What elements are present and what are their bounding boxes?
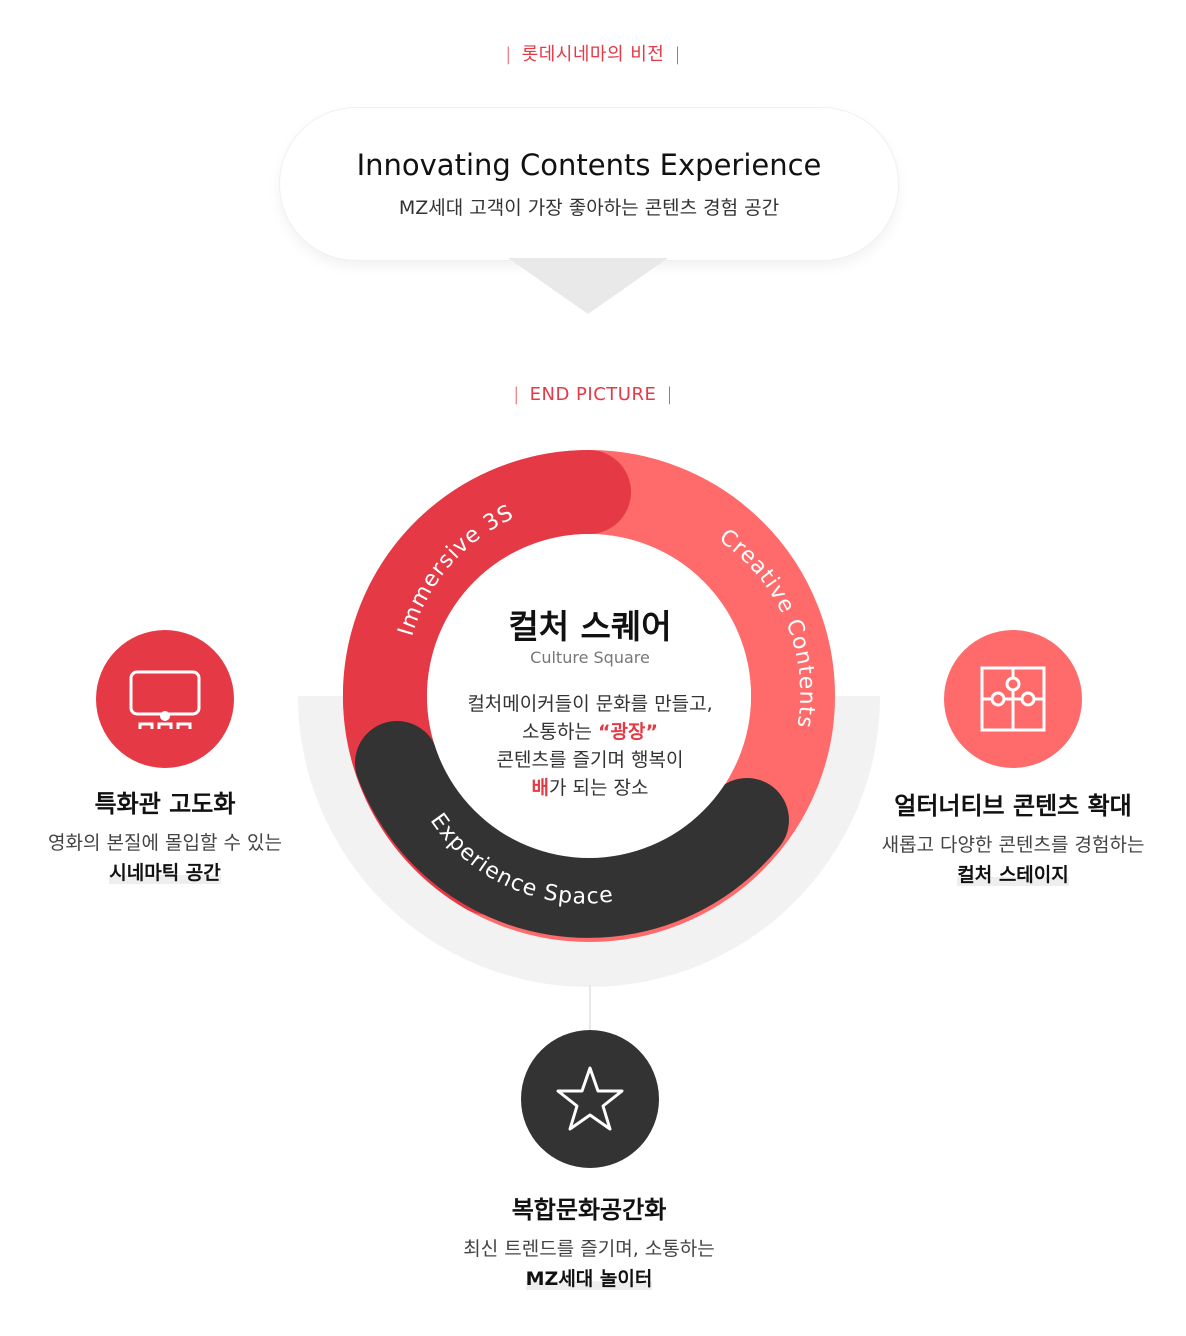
inner-disc (427, 534, 751, 858)
center-desc-line4-post: 가 되는 장소 (549, 777, 649, 799)
ring-segment-experience (355, 721, 789, 938)
center-description: 컬처메이커들이 문화를 만들고, 소통하는 “광장” 콘텐츠를 즐기며 행복이 … (440, 690, 740, 802)
vision-title: Innovating Contents Experience (356, 148, 822, 182)
center-desc-highlight-bae: 배 (531, 777, 549, 799)
feature-bottom-emphasis: MZ세대 놀이터 (525, 1268, 653, 1290)
center-desc-line1: 컬처메이커들이 문화를 만들고, (467, 693, 713, 715)
center-subtitle: Culture Square (530, 648, 650, 667)
feature-left-icon-circle (96, 630, 234, 768)
feature-right-emphasis: 컬처 스테이지 (957, 864, 1069, 886)
connector-line (589, 985, 591, 1030)
culture-square-diagram: Immersive 3S Creative Contents Experienc… (298, 450, 880, 987)
feature-left-desc-text: 영화의 본질에 몰입할 수 있는 (48, 832, 282, 854)
feature-right-desc-text: 새롭고 다양한 콘텐츠를 경험하는 (881, 834, 1145, 856)
feature-right-icon-circle (944, 630, 1082, 768)
feature-bottom-icon-circle (521, 1030, 659, 1168)
feature-right-desc: 새롭고 다양한 콘텐츠를 경험하는 컬처 스테이지 (866, 830, 1160, 890)
feature-left-desc: 영화의 본질에 몰입할 수 있는 시네마틱 공간 (20, 828, 310, 888)
feature-bottom-title: 복합문화공간화 (511, 1196, 667, 1224)
puzzle-icon (980, 666, 1046, 732)
feature-bottom-desc: 최신 트렌드를 즐기며, 소통하는 MZ세대 놀이터 (440, 1234, 738, 1294)
center-desc-line2: 소통하는 “광장” (440, 718, 740, 746)
feature-left-emphasis: 시네마틱 공간 (109, 862, 221, 884)
feature-bottom-desc-text: 최신 트렌드를 즐기며, 소통하는 (463, 1238, 715, 1260)
feature-right-title: 얼터너티브 콘텐츠 확대 (894, 792, 1132, 820)
vision-pill (280, 108, 898, 260)
vision-label-text: 롯데시네마의 비전 (521, 44, 665, 65)
feature-left-title: 특화관 고도화 (94, 790, 236, 818)
end-picture-label: |END PICTURE| (513, 384, 673, 405)
theater-screen-icon (129, 670, 201, 729)
center-desc-line3: 콘텐츠를 즐기며 행복이 (496, 749, 684, 771)
end-picture-label-text: END PICTURE (529, 384, 657, 405)
center-desc-line4: 배가 되는 장소 (440, 774, 740, 802)
center-desc-line2-pre: 소통하는 (522, 721, 599, 743)
center-desc-highlight-plaza: “광장” (598, 721, 658, 743)
star-icon (556, 1066, 624, 1131)
center-title: 컬처 스퀘어 (508, 607, 672, 646)
down-arrow-icon (508, 258, 668, 314)
vision-label: |롯데시네마의 비전| (505, 44, 681, 65)
vision-subtitle: MZ세대 고객이 가장 좋아하는 콘텐츠 경험 공간 (398, 197, 780, 219)
